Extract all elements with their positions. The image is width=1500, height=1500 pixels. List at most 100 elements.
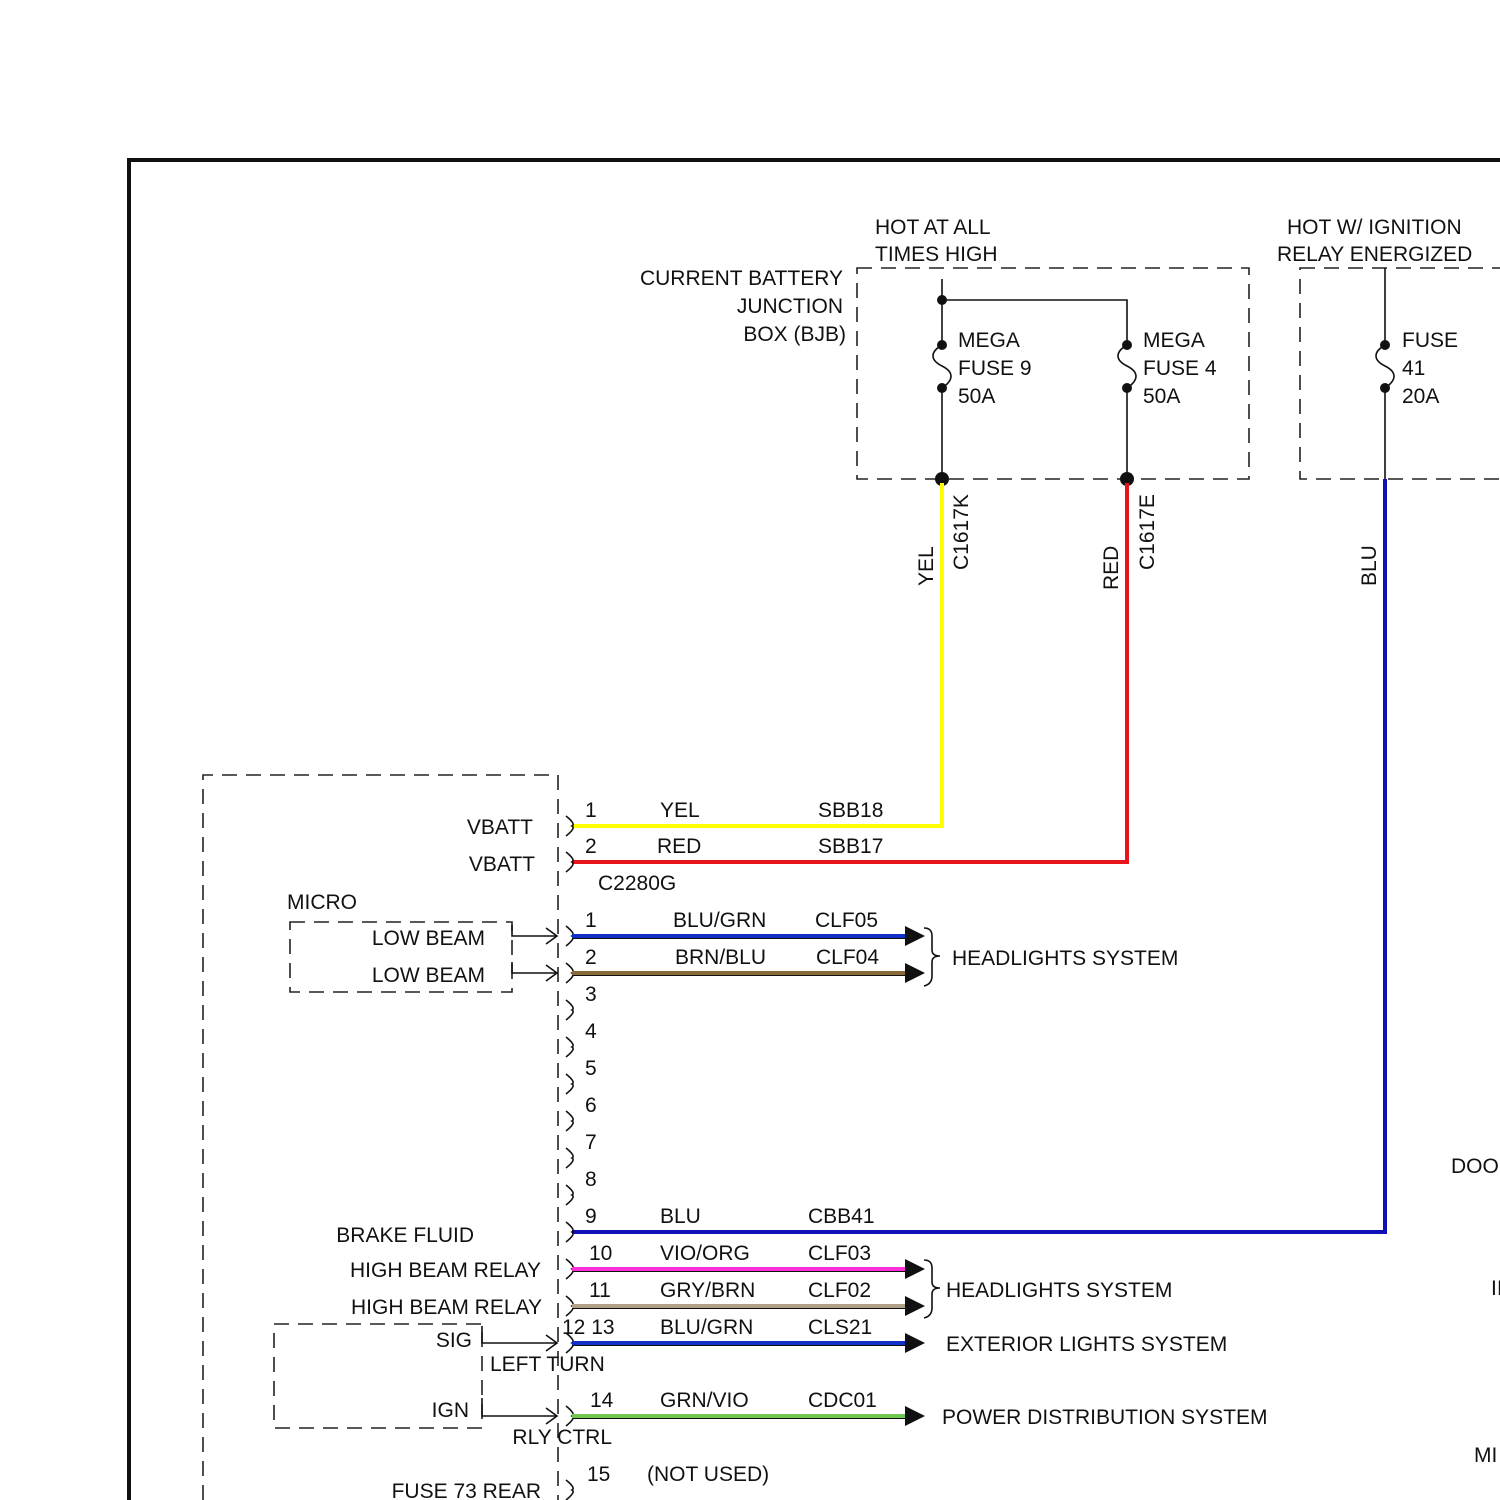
svg-text:BOX (BJB): BOX (BJB) (743, 323, 846, 346)
circuit-id-label: CLF02 (808, 1279, 871, 1302)
pin-number: 1 (585, 909, 597, 932)
circuit-id-label: CLS21 (808, 1316, 872, 1339)
wire-color-label: BLU/GRN (673, 909, 766, 932)
headlights-brace-1 (924, 928, 940, 986)
wire-color-label: YEL (660, 799, 700, 822)
sig-label: SIG (436, 1329, 472, 1352)
circuit-id-label: CLF04 (816, 946, 879, 969)
low-beam-label-2: LOW BEAM (372, 964, 485, 987)
pin-bracket (566, 1222, 573, 1242)
ign-arrow (482, 1398, 557, 1424)
wire-color-label: (NOT USED) (647, 1463, 769, 1486)
pin-bracket (566, 1074, 573, 1094)
arrowhead-icon (905, 1406, 925, 1426)
brake-fluid-label: BRAKE FLUID (336, 1224, 474, 1247)
vbatt-label-2: VBATT (469, 853, 535, 876)
ignition-relay-box (1300, 268, 1500, 479)
module-outline (203, 775, 558, 1500)
left-turn-label: LEFT TURN (490, 1353, 605, 1376)
right-edge-doo: DOO (1451, 1155, 1499, 1178)
exterior-lights-system-label: EXTERIOR LIGHTS SYSTEM (946, 1333, 1227, 1356)
circuit-id-label: SBB17 (818, 835, 883, 858)
svg-text:FUSE: FUSE (1402, 329, 1458, 352)
pin-number: 11 (589, 1279, 611, 1302)
high-beam-relay-label-2: HIGH BEAM RELAY (351, 1296, 542, 1319)
mega-fuse-4: MEGA FUSE 4 50A (1118, 329, 1217, 479)
vbatt-label-1: VBATT (467, 816, 533, 839)
high-beam-relay-label-1: HIGH BEAM RELAY (350, 1259, 541, 1282)
svg-text:RELAY ENERGIZED: RELAY ENERGIZED (1277, 243, 1472, 266)
pin-number: 1 (585, 799, 597, 822)
pin-number: 15 (587, 1463, 610, 1486)
circuit-id-label: CLF03 (808, 1242, 871, 1265)
pin-number: 2 (585, 835, 597, 858)
wire-color-label: BLU/GRN (660, 1316, 753, 1339)
wire-color-label: BLU (660, 1205, 701, 1228)
right-edge-mi: MI (1474, 1444, 1497, 1467)
wire-color-label: GRY/BRN (660, 1279, 755, 1302)
pin-number: 3 (585, 983, 597, 1006)
pin-number: 2 (585, 946, 597, 969)
bjb-label: CURRENT BATTERY JUNCTION BOX (BJB) (640, 267, 846, 346)
svg-text:50A: 50A (1143, 385, 1180, 408)
low-beam-label-1: LOW BEAM (372, 927, 485, 950)
pin-number: 10 (589, 1242, 612, 1265)
pin-number: 8 (585, 1168, 597, 1191)
pin-number: 12 13 (562, 1316, 615, 1339)
svg-text:CURRENT BATTERY: CURRENT BATTERY (640, 267, 843, 290)
pin-bracket (566, 1480, 573, 1500)
arrowhead-icon (905, 963, 925, 983)
pin-bracket (566, 1000, 573, 1020)
pin-bracket (566, 1037, 573, 1057)
circuit-id-label: CLF05 (815, 909, 878, 932)
arrowhead-icon (905, 926, 925, 946)
hot-at-all-times-label: HOT AT ALL TIMES HIGH (875, 216, 998, 266)
pin-bracket (566, 1185, 573, 1205)
wire-color-label: BRN/BLU (675, 946, 766, 969)
svg-text:41: 41 (1402, 357, 1425, 380)
fuse-73-rear-label: FUSE 73 REAR (392, 1480, 541, 1500)
c1617k-label: C1617K (950, 494, 973, 570)
pin-number: 9 (585, 1205, 597, 1228)
right-edge-ii: II (1491, 1277, 1500, 1300)
pin-number: 6 (585, 1094, 597, 1117)
wire-color-label: RED (657, 835, 701, 858)
rly-ctrl-label: RLY CTRL (512, 1426, 612, 1449)
yel-wire (572, 483, 942, 826)
svg-text:HOT W/ IGNITION: HOT W/ IGNITION (1287, 216, 1462, 239)
c1617e-label: C1617E (1136, 494, 1159, 570)
wire-color-label: GRN/VIO (660, 1389, 749, 1412)
headlights-brace-2 (924, 1260, 940, 1318)
low-beam-arrow-1 (512, 925, 557, 944)
svg-text:20A: 20A (1402, 385, 1439, 408)
arrowhead-icon (905, 1259, 925, 1279)
pin-number: 14 (590, 1389, 614, 1412)
headlights-system-label-1: HEADLIGHTS SYSTEM (952, 947, 1178, 970)
wire-color-label: VIO/ORG (660, 1242, 750, 1265)
pin-number: 5 (585, 1057, 597, 1080)
svg-text:HOT AT ALL: HOT AT ALL (875, 216, 991, 239)
connector-c2280g-label: C2280G (598, 872, 676, 895)
svg-text:50A: 50A (958, 385, 995, 408)
svg-text:JUNCTION: JUNCTION (737, 295, 843, 318)
low-beam-arrow-2 (512, 962, 557, 981)
arrowhead-icon (905, 1333, 925, 1353)
mega-fuse-9: MEGA FUSE 9 50A (933, 300, 1032, 479)
svg-text:TIMES HIGH: TIMES HIGH (875, 243, 998, 266)
sig-arrow (482, 1326, 557, 1351)
fuse-41: FUSE 41 20A (1376, 268, 1458, 479)
circuit-id-label: CDC01 (808, 1389, 877, 1412)
power-distribution-system-label: POWER DISTRIBUTION SYSTEM (942, 1406, 1268, 1429)
pin-bracket (566, 1148, 573, 1168)
headlights-system-label-2: HEADLIGHTS SYSTEM (946, 1279, 1172, 1302)
svg-text:MEGA: MEGA (958, 329, 1020, 352)
pin-number: 7 (585, 1131, 597, 1154)
svg-text:FUSE 4: FUSE 4 (1143, 357, 1217, 380)
pin-bracket (566, 1111, 573, 1131)
micro-label: MICRO (287, 891, 357, 914)
svg-text:FUSE 9: FUSE 9 (958, 357, 1032, 380)
blu-wire-color-label: BLU (1358, 545, 1381, 586)
circuit-id-label: CBB41 (808, 1205, 875, 1228)
